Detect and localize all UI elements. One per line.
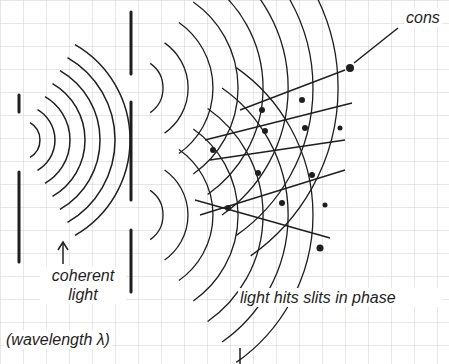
leader-lines: [58, 28, 398, 364]
maxima-lines: [195, 70, 352, 238]
wavefronts: [30, 45, 130, 236]
note-label: coherent light: [40, 266, 126, 304]
note-label: cons: [404, 8, 442, 27]
intersection-dots: [210, 64, 354, 252]
barrier: [19, 12, 131, 292]
note-label: (wavelength λ): [4, 330, 112, 349]
note-label: light hits slits in phase: [238, 288, 442, 307]
